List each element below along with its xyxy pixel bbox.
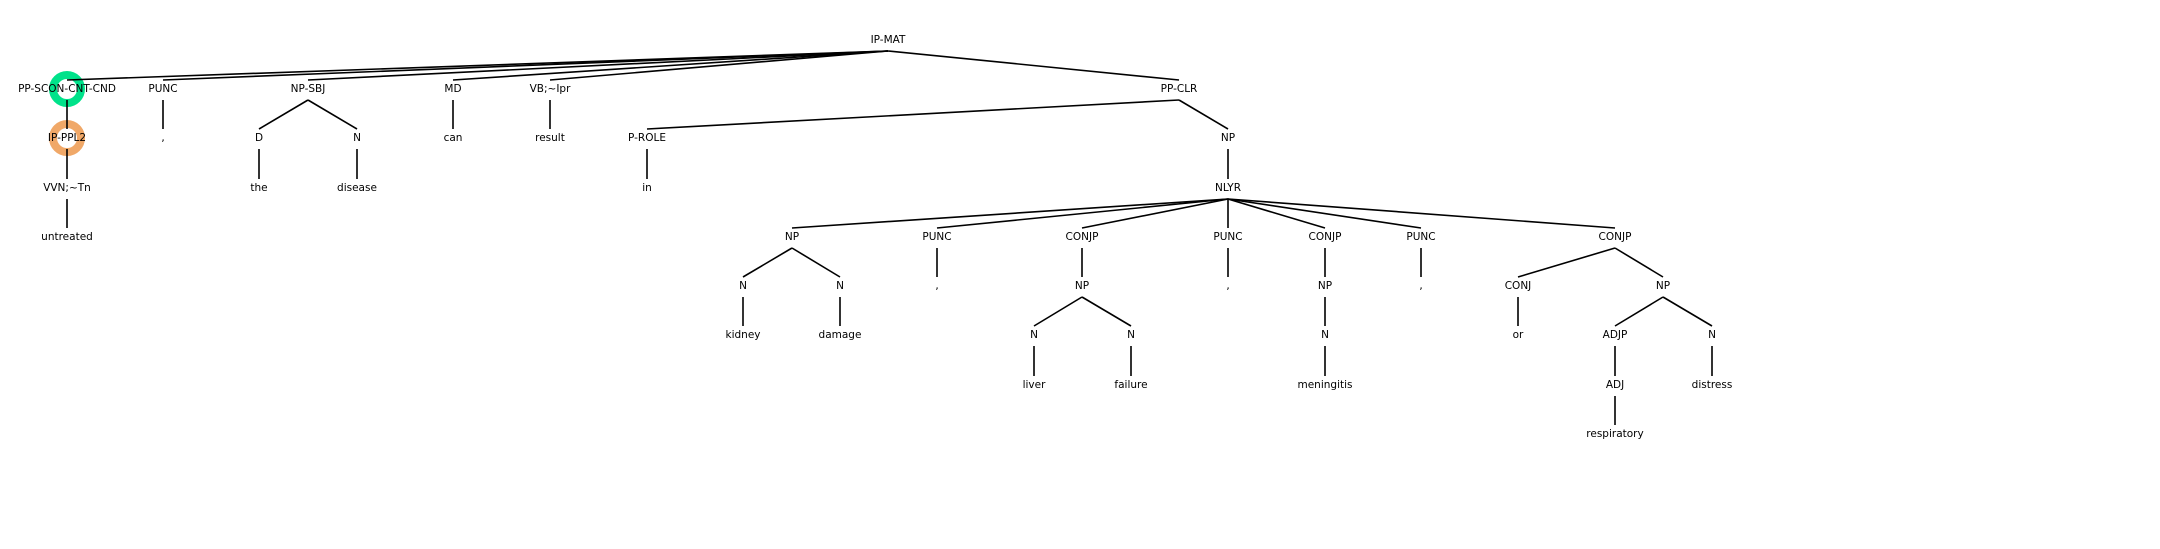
- edge-nlyr-punc2: [936, 198, 1229, 229]
- edge-root-vb: [549, 50, 889, 81]
- node-ppclr: PP-CLR: [1161, 83, 1198, 95]
- node-liver: liver: [1023, 379, 1047, 391]
- node-kidney: kidney: [726, 329, 761, 341]
- node-the: the: [250, 182, 267, 194]
- edge-conjp3-np_rd: [1614, 247, 1664, 278]
- edge-np_lf-n_liver: [1033, 296, 1083, 327]
- node-np-kd: NP: [785, 231, 799, 243]
- node-adjp: ADJP: [1603, 329, 1628, 341]
- node-n-distress: N: [1708, 329, 1716, 341]
- node-punc1: PUNC: [148, 83, 177, 95]
- edge-nlyr-punc4: [1227, 198, 1422, 229]
- node-comma1: ,: [161, 132, 164, 144]
- edge-npsbj-n1: [307, 99, 358, 130]
- node-nlyr: NLYR: [1215, 182, 1241, 194]
- node-disease: disease: [337, 182, 377, 194]
- node-n-liver: N: [1030, 329, 1038, 341]
- edge-nlyr-conjp3: [1227, 198, 1616, 229]
- node-conjp1: CONJP: [1066, 231, 1099, 243]
- edge-root-md: [452, 50, 889, 81]
- node-adj: ADJ: [1606, 379, 1624, 391]
- node-or: or: [1513, 329, 1524, 341]
- node-root: IP-MAT: [871, 34, 906, 46]
- node-comma3: ,: [1226, 280, 1229, 292]
- edge-np_kd-n_kidney: [742, 247, 793, 278]
- node-punc3: PUNC: [1213, 231, 1242, 243]
- node-untreated: untreated: [41, 231, 93, 243]
- edge-root-ppclr: [887, 50, 1180, 81]
- node-respiratory: respiratory: [1586, 428, 1643, 440]
- edge-np_rd-adjp: [1614, 296, 1664, 327]
- node-comma2: ,: [935, 280, 938, 292]
- edge-np_rd-n_distress: [1662, 296, 1713, 327]
- node-d: D: [255, 132, 263, 144]
- node-result: result: [535, 132, 565, 144]
- node-vb: VB;~Ipr: [530, 83, 571, 95]
- node-vvn: VVN;~Tn: [43, 182, 91, 194]
- node-comma4: ,: [1419, 280, 1422, 292]
- node-md: MD: [444, 83, 461, 95]
- edge-nlyr-conjp1: [1081, 198, 1229, 229]
- edge-npsbj-d: [258, 99, 309, 130]
- node-conjp2: CONJP: [1309, 231, 1342, 243]
- node-ipppl2: IP-PPL2: [48, 132, 86, 144]
- edge-nlyr-np_kd: [791, 198, 1229, 229]
- node-n-damage: N: [836, 280, 844, 292]
- edge-ppclr-np_obj: [1178, 99, 1229, 130]
- tree-edges: [66, 50, 1713, 425]
- edge-ppclr-prole: [646, 99, 1180, 130]
- node-failure: failure: [1114, 379, 1147, 391]
- node-np-rd: NP: [1656, 280, 1670, 292]
- node-conj: CONJ: [1505, 280, 1532, 292]
- node-ppscon: PP-SCON-CNT-CND: [18, 83, 116, 95]
- edge-np_kd-n_damage: [791, 247, 841, 278]
- node-np-men: NP: [1318, 280, 1332, 292]
- node-in: in: [642, 182, 652, 194]
- node-n-failure: N: [1127, 329, 1135, 341]
- node-np-obj: NP: [1221, 132, 1235, 144]
- edge-np_lf-n_failure: [1081, 296, 1132, 327]
- node-can: can: [444, 132, 463, 144]
- node-npsbj: NP-SBJ: [291, 83, 326, 95]
- node-punc4: PUNC: [1406, 231, 1435, 243]
- node-punc2: PUNC: [922, 231, 951, 243]
- node-n1: N: [353, 132, 361, 144]
- edge-conjp3-conj: [1517, 247, 1616, 278]
- node-n-men: N: [1321, 329, 1329, 341]
- node-conjp3: CONJP: [1599, 231, 1632, 243]
- edge-nlyr-conjp2: [1227, 198, 1326, 229]
- node-meningitis: meningitis: [1297, 379, 1352, 391]
- edge-root-punc1: [162, 50, 889, 81]
- node-distress: distress: [1692, 379, 1733, 391]
- node-damage: damage: [819, 329, 862, 341]
- node-prole: P-ROLE: [628, 132, 666, 144]
- node-n-kidney: N: [739, 280, 747, 292]
- node-np-lf: NP: [1075, 280, 1089, 292]
- edge-root-npsbj: [307, 50, 889, 81]
